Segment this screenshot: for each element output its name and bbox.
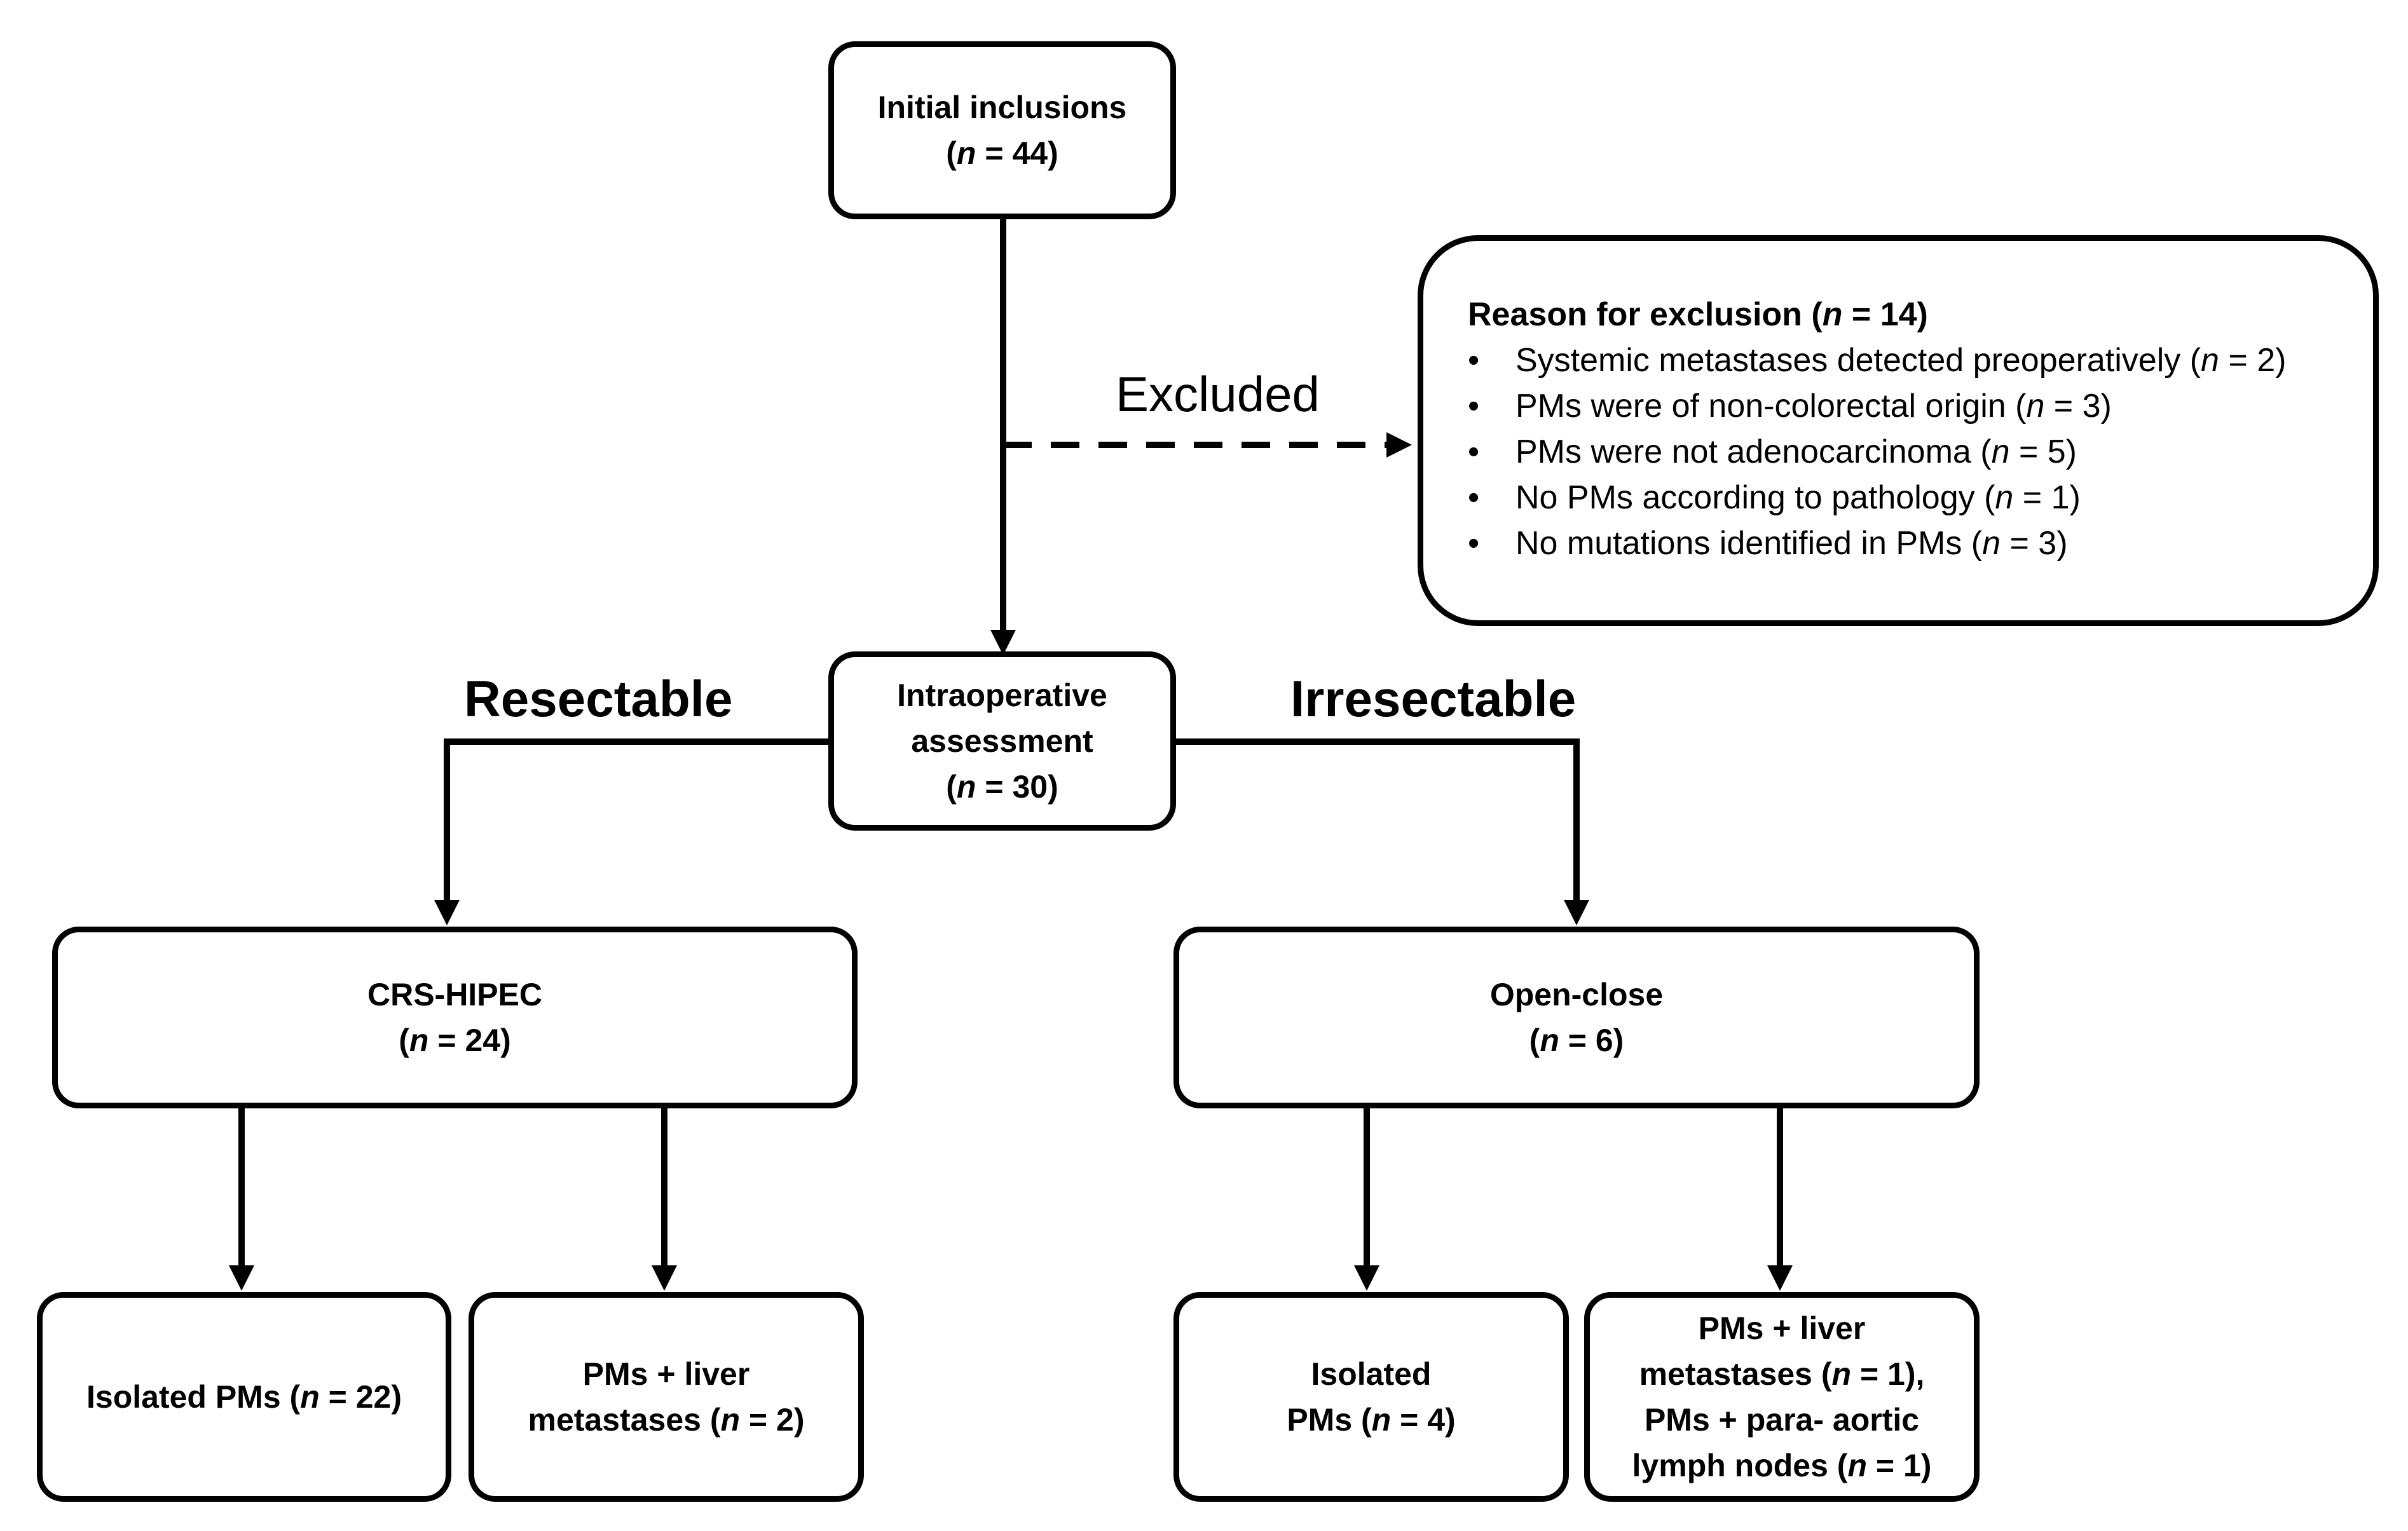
exclusion-list: Systemic metastases detected preoperativ… xyxy=(1468,337,2348,566)
crs-hipec-count: (n = 24) xyxy=(399,1023,511,1058)
crs-hipec-label: CRS-HIPEC xyxy=(367,977,543,1012)
isolated-pms-irresectable-line2: PMs (n = 4) xyxy=(1287,1402,1456,1438)
exclusion-item: PMs were not adenocarcinoma (n = 5) xyxy=(1468,429,2348,475)
combined-line2: metastases (n = 1), xyxy=(1639,1356,1925,1392)
exclusion-item: Systemic metastases detected preoperativ… xyxy=(1468,337,2348,383)
initial-inclusions-box: Initial inclusions (n = 44) xyxy=(828,41,1176,219)
exclusion-item: PMs were of non-colorectal origin (n = 3… xyxy=(1468,383,2348,429)
combined-line4: lymph nodes (n = 1) xyxy=(1632,1448,1932,1483)
pms-liver-resectable-line1: PMs + liver xyxy=(582,1356,750,1392)
intraop-count: (n = 30) xyxy=(946,769,1058,805)
pms-liver-resectable-box: PMs + liver metastases (n = 2) xyxy=(469,1292,864,1502)
isolated-pms-resectable-label: Isolated PMs (n = 22) xyxy=(86,1379,402,1415)
initial-inclusions-count: (n = 44) xyxy=(946,135,1058,171)
exclusion-title: Reason for exclusion (n = 14) xyxy=(1468,296,1928,333)
combined-irresectable-box: PMs + liver metastases (n = 1), PMs + pa… xyxy=(1584,1292,1980,1502)
exclusion-item: No PMs according to pathology (n = 1) xyxy=(1468,475,2348,521)
intraop-label-line2: assessment xyxy=(911,723,1093,759)
pms-liver-resectable-line2: metastases (n = 2) xyxy=(528,1402,805,1438)
initial-inclusions-label: Initial inclusions xyxy=(877,90,1127,125)
arrow-intraop-to-openclose xyxy=(1176,738,1589,925)
arrow-intraop-to-crs xyxy=(434,738,828,925)
exclusion-reasons-box: Reason for exclusion (n = 14) Systemic m… xyxy=(1418,235,2379,626)
open-close-count: (n = 6) xyxy=(1529,1023,1624,1058)
isolated-pms-irresectable-box: Isolated PMs (n = 4) xyxy=(1173,1292,1569,1502)
irresectable-label: Irresectable xyxy=(1290,670,1577,727)
combined-line1: PMs + liver xyxy=(1698,1310,1866,1346)
combined-line3: PMs + para- aortic xyxy=(1644,1402,1920,1438)
resectable-label: Resectable xyxy=(464,670,733,727)
isolated-pms-irresectable-line1: Isolated xyxy=(1311,1356,1432,1392)
open-close-box: Open-close (n = 6) xyxy=(1173,927,1980,1108)
isolated-pms-resectable-box: Isolated PMs (n = 22) xyxy=(37,1292,451,1502)
intraoperative-assessment-box: Intraoperative assessment (n = 30) xyxy=(828,651,1176,831)
crs-hipec-box: CRS-HIPEC (n = 24) xyxy=(52,927,858,1108)
intraop-label-line1: Intraoperative xyxy=(897,677,1107,713)
exclusion-item: No mutations identified in PMs (n = 3) xyxy=(1468,521,2348,566)
excluded-label: Excluded xyxy=(1116,366,1320,422)
open-close-label: Open-close xyxy=(1489,977,1664,1012)
